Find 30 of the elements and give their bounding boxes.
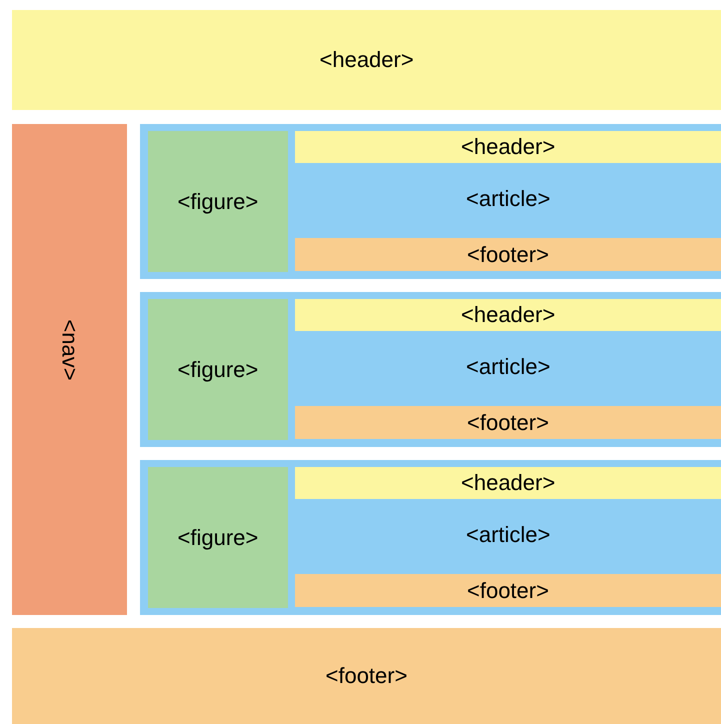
tag-label: <header>	[461, 470, 556, 496]
figure-region	[148, 299, 288, 440]
article-region	[140, 124, 721, 279]
tag-label: <footer>	[326, 663, 408, 689]
header-region	[12, 10, 721, 110]
tag-label: <header>	[461, 134, 556, 160]
tag-label: <article>	[466, 186, 550, 212]
tag-label: <footer>	[467, 578, 549, 604]
tag-label: <figure>	[178, 524, 258, 550]
tag-label: <footer>	[467, 410, 549, 436]
header-region	[295, 467, 721, 499]
tag-label: <footer>	[467, 242, 549, 268]
header-region	[295, 131, 721, 163]
figure-region	[148, 131, 288, 272]
figure-region	[148, 467, 288, 608]
footer-region	[295, 238, 721, 271]
tag-label: <article>	[466, 354, 550, 380]
tag-label: <header>	[320, 47, 414, 73]
article-region	[140, 292, 721, 447]
header-region	[295, 299, 721, 331]
nav-region	[12, 124, 127, 615]
tag-label: <article>	[466, 522, 550, 548]
article-region	[140, 460, 721, 615]
footer-region	[295, 574, 721, 607]
footer-region	[295, 406, 721, 439]
tag-label: <nav>	[56, 318, 83, 380]
tag-label: <header>	[461, 302, 556, 328]
tag-label: <figure>	[178, 188, 258, 214]
tag-label: <figure>	[178, 356, 258, 382]
footer-region	[12, 628, 721, 724]
